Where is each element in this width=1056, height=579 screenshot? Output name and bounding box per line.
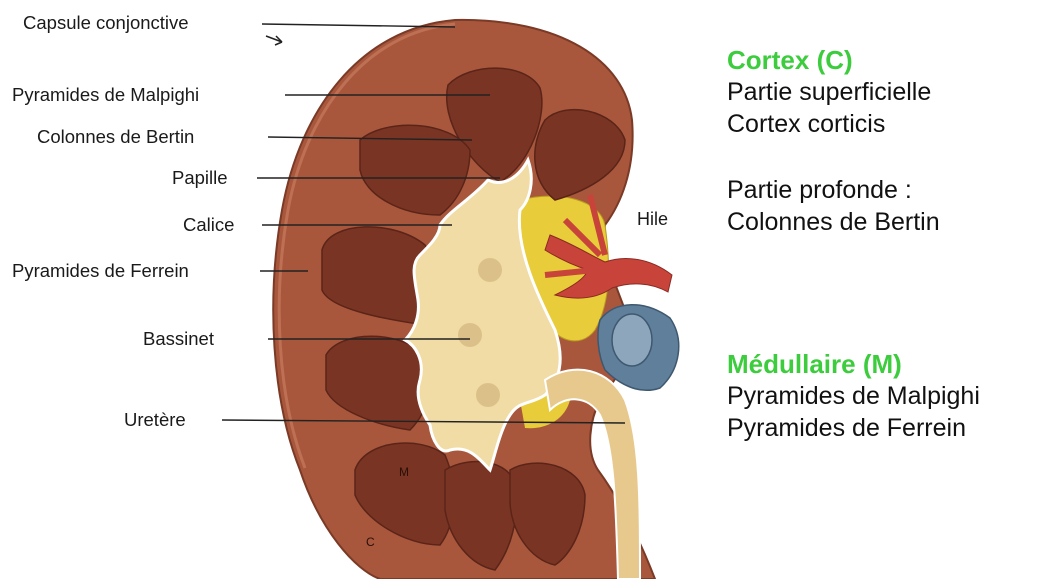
label-calice: Calice (183, 216, 234, 235)
bassinet-opening-3 (476, 383, 500, 407)
legend-cortex-title: Cortex (C) (727, 44, 980, 76)
label-pyramides-ferrein: Pyramides de Ferrein (12, 262, 189, 281)
legend-medulla-line1: Pyramides de Malpighi (727, 380, 980, 412)
label-colonnes-bertin: Colonnes de Bertin (37, 128, 194, 147)
legend-medulla-line2: Pyramides de Ferrein (727, 412, 980, 444)
legend-medulla-title: Médullaire (M) (727, 348, 980, 380)
label-pyramides-malpighi: Pyramides de Malpighi (12, 86, 199, 105)
legend-panel: Cortex (C) Partie superficielle Cortex c… (727, 44, 980, 444)
label-capsule: Capsule conjonctive (23, 14, 189, 33)
label-hile: Hile (637, 210, 668, 228)
renal-vein-lumen (612, 314, 652, 366)
label-c-mark: C (366, 536, 375, 548)
bassinet-opening-1 (478, 258, 502, 282)
bassinet-opening-2 (458, 323, 482, 347)
label-bassinet: Bassinet (143, 330, 214, 349)
label-uretere: Uretère (124, 411, 186, 430)
legend-cortex-line4: Colonnes de Bertin (727, 206, 980, 238)
legend-cortex-line2: Cortex corticis (727, 108, 980, 140)
legend-cortex-line3: Partie profonde : (727, 174, 980, 206)
capsule-arrow-icon (266, 36, 282, 45)
label-papille: Papille (172, 169, 228, 188)
label-m-mark: M (399, 466, 409, 478)
legend-cortex-line1: Partie superficielle (727, 76, 980, 108)
